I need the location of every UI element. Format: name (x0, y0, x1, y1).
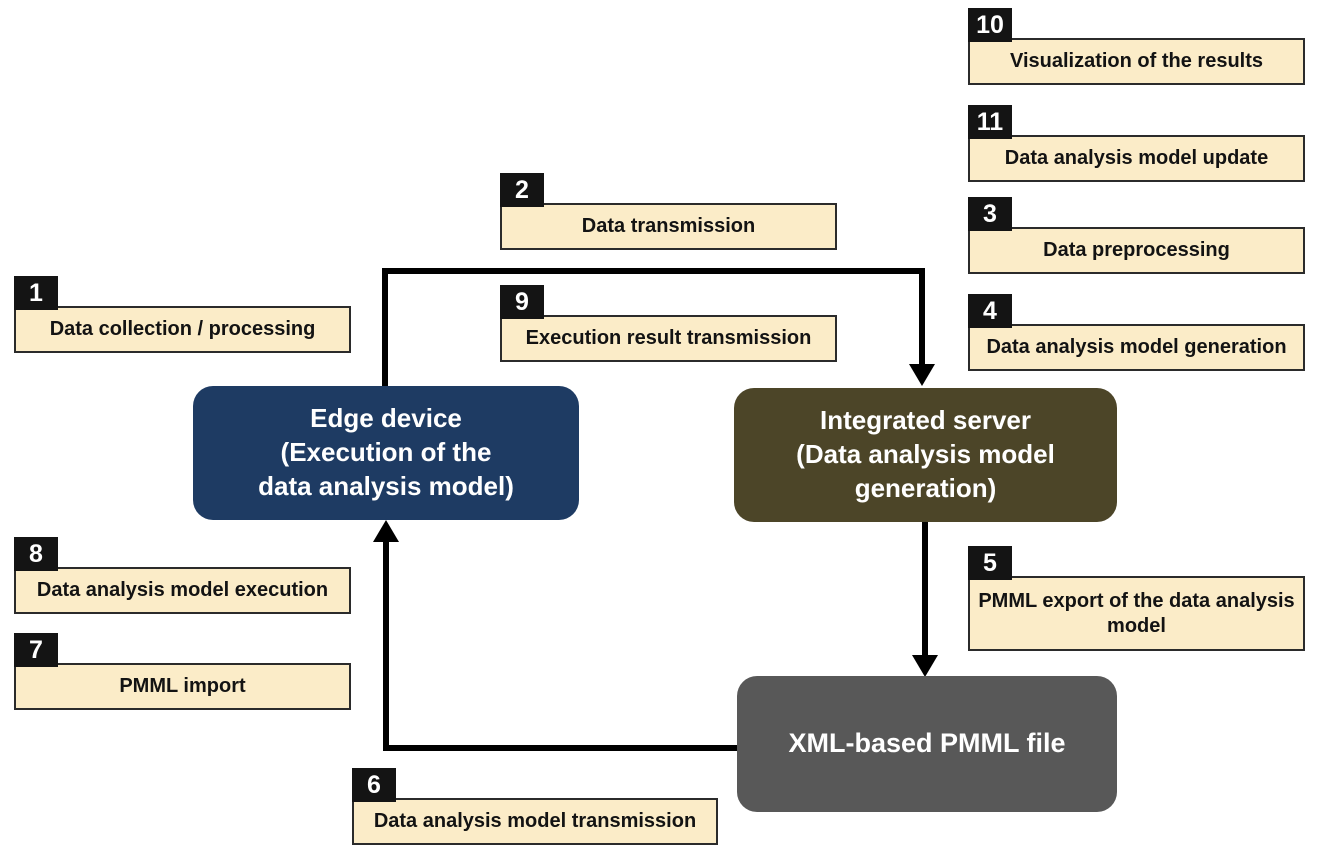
callout-10-label: Visualization of the results (968, 38, 1305, 85)
callout-11-label: Data analysis model update (968, 135, 1305, 182)
node-pmml-file[interactable]: XML-based PMML file (737, 676, 1117, 812)
callout-3-badge: 3 (968, 197, 1012, 231)
node-edge-device-line1: Edge device (310, 403, 462, 434)
node-integrated-server-line1: Integrated server (820, 405, 1031, 436)
callout-2-badge: 2 (500, 173, 544, 207)
callout-5-badge: 5 (968, 546, 1012, 580)
connector-edge-to-server-vertical-right (919, 268, 925, 366)
callout-1-badge: 1 (14, 276, 58, 310)
callout-9-label: Execution result transmission (500, 315, 837, 362)
callout-3-label: Data preprocessing (968, 227, 1305, 274)
node-integrated-server[interactable]: Integrated server (Data analysis model g… (734, 388, 1117, 522)
callout-6-badge: 6 (352, 768, 396, 802)
callout-5-label: PMML export of the data analysis model (968, 576, 1305, 651)
node-edge-device-line2: (Execution of the (280, 437, 492, 468)
connector-server-to-file-vertical (922, 519, 928, 659)
connector-server-to-file-arrowhead (912, 655, 938, 677)
callout-8-badge: 8 (14, 537, 58, 571)
connector-edge-to-server-vertical-left (382, 268, 388, 388)
node-integrated-server-line3: generation) (854, 472, 997, 503)
callout-8-label: Data analysis model execution (14, 567, 351, 614)
callout-7-badge: 7 (14, 633, 58, 667)
callout-6-label: Data analysis model transmission (352, 798, 718, 845)
callout-7-label: PMML import (14, 663, 351, 710)
connector-file-to-edge-horizontal (383, 745, 741, 751)
callout-4-label: Data analysis model generation (968, 324, 1305, 371)
node-pmml-file-label: XML-based PMML file (788, 728, 1066, 759)
callout-1-label: Data collection / processing (14, 306, 351, 353)
node-edge-device[interactable]: Edge device (Execution of the data analy… (193, 386, 579, 520)
callout-9-badge: 9 (500, 285, 544, 319)
callout-4-badge: 4 (968, 294, 1012, 328)
connector-file-to-edge-vertical (383, 542, 389, 751)
node-integrated-server-line2: (Data analysis model (796, 439, 1055, 470)
node-edge-device-line3: data analysis model) (258, 470, 514, 501)
callout-11-badge: 11 (968, 105, 1012, 139)
callout-10-badge: 10 (968, 8, 1012, 42)
callout-2-label: Data transmission (500, 203, 837, 250)
connector-edge-to-server-arrowhead (909, 364, 935, 386)
node-integrated-server-label: Integrated server (Data analysis model g… (796, 404, 1055, 505)
connector-edge-to-server-horizontal (382, 268, 925, 274)
connector-file-to-edge-arrowhead (373, 520, 399, 542)
node-edge-device-label: Edge device (Execution of the data analy… (258, 402, 514, 503)
